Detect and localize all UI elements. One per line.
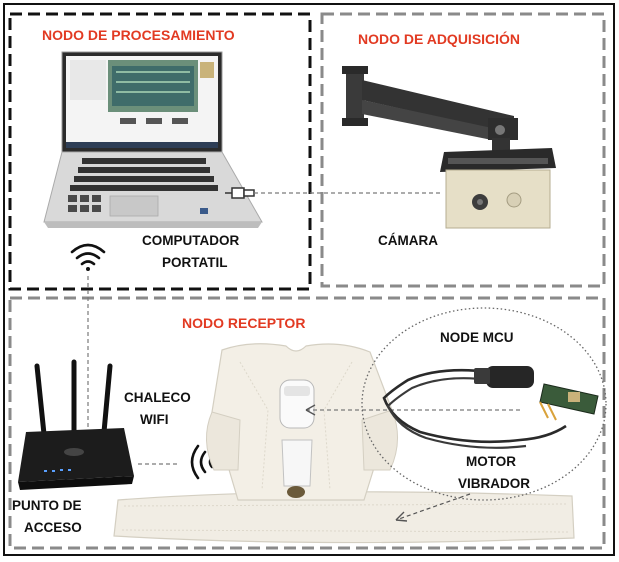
access-point-label-line1: PUNTO DE [12,498,82,513]
acquisition-node-title: NODO DE ADQUISICIÓN [358,30,520,47]
laptop-icon [43,51,263,228]
vest-icon [113,343,575,544]
motor-label-line1: MOTOR [466,454,516,469]
motor-to-belt-arrow [395,493,471,521]
outer-frame [3,3,615,556]
camera-label: CÁMARA [378,233,438,248]
vest-label-line1: CHALECO [124,390,191,405]
processing-node-box [8,12,312,291]
motor-to-belt-arrowhead [395,511,408,522]
receiver-node-title: NODO RECEPTOR [182,315,305,331]
vest-label-line2: WIFI [140,412,169,427]
processing-node-title: NODO DE PROCESAMIENTO [42,27,235,43]
router-icon [18,359,134,490]
access-point-label-line2: ACCESO [24,520,82,535]
receiver-node-box [8,296,606,550]
mcu-label: NODE MCU [440,330,514,345]
motor-label-line2: VIBRADOR [458,476,530,491]
acquisition-node-box [320,12,606,288]
laptop-label-line2: PORTATIL [162,255,228,270]
laptop-label-line1: COMPUTADOR [142,233,239,248]
mcu-to-vest-arrowhead [305,404,316,416]
wifi-icon [70,243,106,271]
nodemcu-icon [539,383,599,421]
camera-box-icon [445,169,551,229]
camera-mount-icon [342,66,556,172]
vibration-motor-icon [382,366,567,449]
component-callout-circle [361,307,607,501]
